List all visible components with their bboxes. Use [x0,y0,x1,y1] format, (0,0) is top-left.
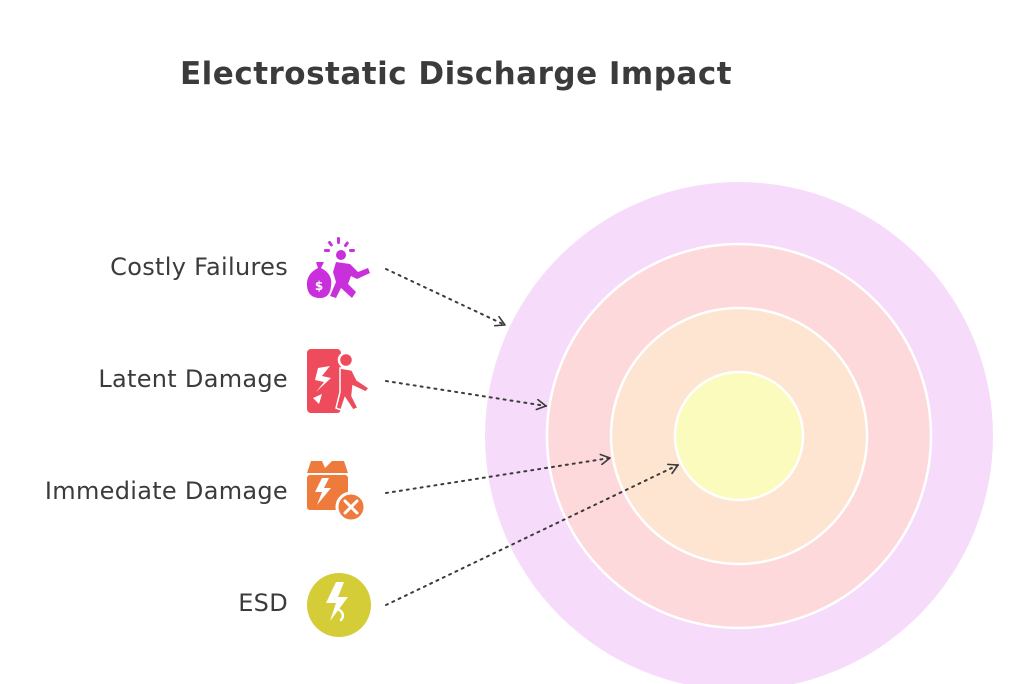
damaged-box-icon [307,461,367,523]
connector-costly-failures [385,268,506,327]
level-label-costly-failures: Costly Failures [110,253,288,281]
level-label-immediate-damage: Immediate Damage [44,477,288,505]
connector-latent-damage [385,380,547,411]
connector-esd [385,463,679,606]
svg-text:$: $ [315,279,323,293]
diagram-title: Electrostatic Discharge Impact [180,56,733,92]
ring-esd-core [673,370,805,502]
connector-immediate-damage [385,453,611,494]
level-label-latent-damage: Latent Damage [98,365,288,393]
broken-shield-person-icon [307,349,371,413]
lightning-bolt-icon [307,573,371,637]
money-bag-running-person-icon: $ [306,237,370,298]
level-label-esd: ESD [238,589,288,617]
